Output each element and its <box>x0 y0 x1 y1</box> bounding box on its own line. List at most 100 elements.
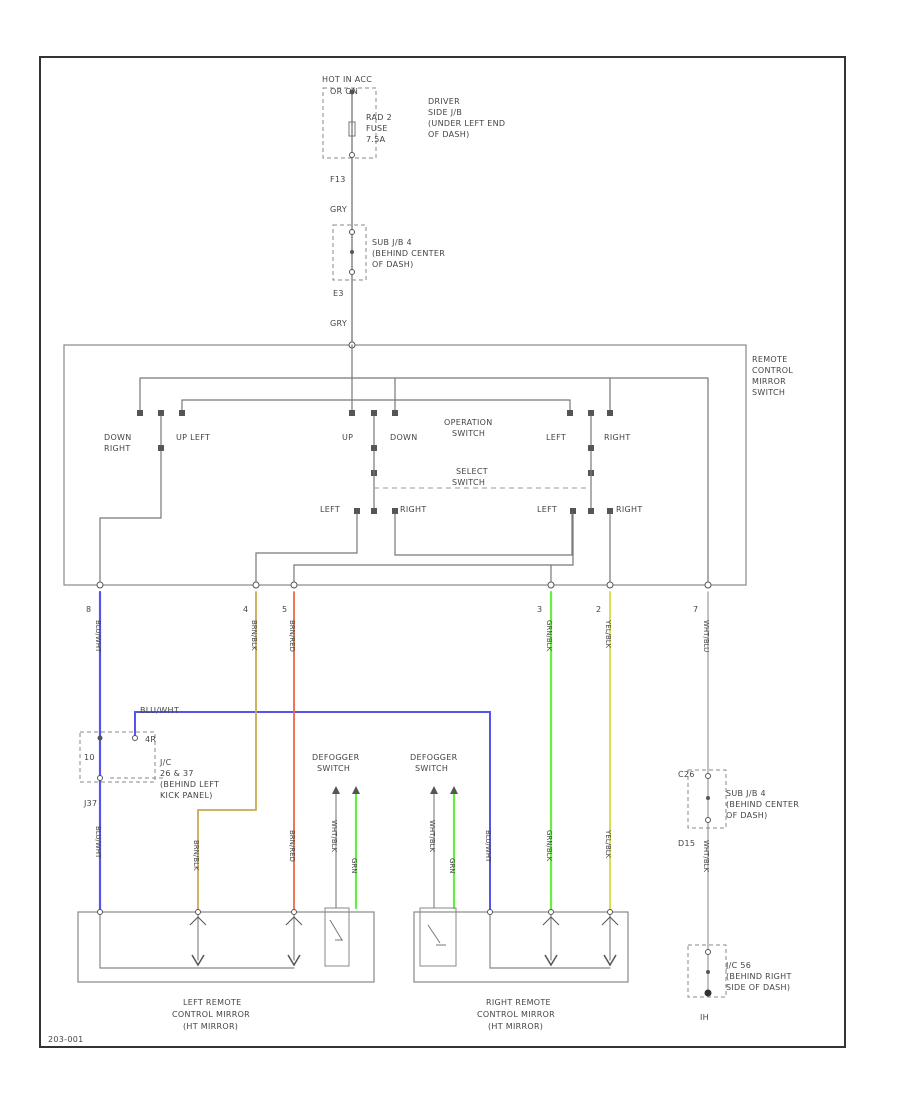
select-right-1: RIGHT <box>400 505 427 514</box>
left-mirror-label-1: LEFT REMOTE <box>183 998 241 1007</box>
wire-label-defog-r-2: GRN <box>448 858 456 874</box>
defogger-left-label-1: DEFOGGER <box>312 753 360 762</box>
defogger-left: DEFOGGER SWITCH <box>312 753 360 794</box>
pin-5: 5 <box>282 605 287 614</box>
select-right-2: RIGHT <box>616 505 643 514</box>
wire-label-jc-bottom: BLU/WHT <box>94 826 102 859</box>
jc-splice: BLU/WHT 4R 10 J37 J/C 26 & 37 (BEHIND LE… <box>79 706 219 808</box>
switch-title-2: CONTROL <box>752 366 793 375</box>
fuse-wire-color: GRY <box>330 205 347 214</box>
lower-right-jc-1: J/C 56 <box>725 961 751 970</box>
lower-right-junctions: C26 SUB J/B 4 (BEHIND CENTER OF DASH) D1… <box>678 769 799 1022</box>
operation-switch-1: OPERATION <box>444 418 493 427</box>
defogger-right: DEFOGGER SWITCH <box>410 753 458 794</box>
contact-down-right-1: DOWN <box>104 433 132 442</box>
jc-location-1: J/C <box>159 758 172 767</box>
sub-jb-top-location-3: OF DASH) <box>372 260 414 269</box>
pin-3: 3 <box>537 605 542 614</box>
sub-jb-top-location-2: (BEHIND CENTER <box>372 249 445 258</box>
jc-location-3: (BEHIND LEFT <box>160 780 219 789</box>
fuse-location-1: DRIVER <box>428 97 460 106</box>
hot-label: HOT IN ACC <box>322 75 372 84</box>
harness-wires <box>98 590 709 991</box>
wire-label-lower-right: WHT/BLK <box>702 840 710 873</box>
select-left-2: LEFT <box>537 505 557 514</box>
wire-label-green-lower: GRN/BLK <box>545 830 553 862</box>
mirror-switch: REMOTE CONTROL MIRROR SWITCH <box>63 341 793 586</box>
wire-label-w2: YEL/BLK <box>604 619 612 649</box>
lower-right-sub-jb-1: SUB J/B 4 <box>726 789 766 798</box>
switch-title-1: REMOTE <box>752 355 788 364</box>
contact-left: LEFT <box>546 433 566 442</box>
lower-right-sub-jb-3: OF DASH) <box>726 811 768 820</box>
pin-4: 4 <box>243 605 248 614</box>
wire-label-left-mirror: BRN/BLK <box>192 840 200 871</box>
pin-2: 2 <box>596 605 601 614</box>
jc-splice-wire: BLU/WHT <box>140 706 179 715</box>
switch-pins: 8 4 5 3 2 7 <box>86 581 712 614</box>
wire-label-yellow-lower: YEL/BLK <box>604 829 612 859</box>
fuse-location-3: (UNDER LEFT END <box>428 119 505 128</box>
fuse-connector: F13 <box>330 175 346 184</box>
fuse-line-2: FUSE <box>366 124 388 133</box>
select-left-1: LEFT <box>320 505 340 514</box>
contact-down-right-2: RIGHT <box>104 444 131 453</box>
contact-up-left: UP LEFT <box>176 433 210 442</box>
fuse-location-2: SIDE J/B <box>428 108 462 117</box>
wire-label-w3: GRN/BLK <box>545 620 553 652</box>
right-mirror-label-3: (HT MIRROR) <box>488 1022 543 1031</box>
jc-tag-1: 4R <box>145 735 156 744</box>
right-mirror: RIGHT REMOTE CONTROL MIRROR (HT MIRROR) <box>413 907 629 1031</box>
lower-right-connector-mid: D15 <box>678 839 695 848</box>
or-on-label: OR ON <box>330 87 358 96</box>
jc-tag-2: 10 <box>84 753 95 762</box>
defogger-right-label-1: DEFOGGER <box>410 753 458 762</box>
defogger-left-label-2: SWITCH <box>317 764 350 773</box>
select-switch-1: SELECT <box>456 467 488 476</box>
contact-down: DOWN <box>390 433 418 442</box>
sub-jb-top-wire-color: GRY <box>330 319 347 328</box>
lower-right-connector-top: C26 <box>678 770 695 779</box>
lower-right-jc-2: (BEHIND RIGHT <box>726 972 792 981</box>
wire-label-w4: BRN/BLK <box>250 620 258 651</box>
jc-location-4: KICK PANEL) <box>160 791 213 800</box>
operation-switch-2: SWITCH <box>452 429 485 438</box>
switch-title-3: MIRROR <box>752 377 786 386</box>
wire-label-w5: BRN/RED <box>288 620 296 652</box>
select-switch-2: SWITCH <box>452 478 485 487</box>
wire-label-blue-lower: BLU/WHT <box>484 830 492 863</box>
sub-jb-top-connector: E3 <box>333 289 344 298</box>
lower-right-jc-3: SIDE OF DASH) <box>726 983 790 992</box>
left-mirror-label-3: (HT MIRROR) <box>183 1022 238 1031</box>
defogger-right-label-2: SWITCH <box>415 764 448 773</box>
left-mirror: LEFT REMOTE CONTROL MIRROR (HT MIRROR) <box>77 907 375 1031</box>
wire-color-labels: BLU/WHT BRN/BLK BRN/RED GRN/BLK YEL/BLK … <box>94 619 710 874</box>
ground-label: IH <box>700 1013 709 1022</box>
wire-label-defog-l-1: WHT/BLK <box>330 820 338 853</box>
jc-tag-3: J37 <box>83 799 97 808</box>
diagram-frame <box>39 56 846 1048</box>
switch-title-4: SWITCH <box>752 388 785 397</box>
sub-jb-top-location-1: SUB J/B 4 <box>372 238 412 247</box>
jc-location-2: 26 & 37 <box>160 769 194 778</box>
wire-label-defog-l-2: GRN <box>350 858 358 874</box>
wire-label-w8: BLU/WHT <box>94 620 102 653</box>
contact-up: UP <box>342 433 353 442</box>
left-mirror-label-2: CONTROL MIRROR <box>172 1010 250 1019</box>
pin-7: 7 <box>693 605 698 614</box>
contact-right: RIGHT <box>604 433 631 442</box>
right-mirror-label-2: CONTROL MIRROR <box>477 1010 555 1019</box>
fuse-line-3: 7.5A <box>366 135 386 144</box>
pin-8: 8 <box>86 605 91 614</box>
fuse-block: HOT IN ACC OR ON RAD 2 FUSE 7.5A DRIVER … <box>322 75 505 346</box>
fuse-line-1: RAD 2 <box>366 113 392 122</box>
right-mirror-label-1: RIGHT REMOTE <box>486 998 551 1007</box>
fuse-location-4: OF DASH) <box>428 130 470 139</box>
sub-jb-top: SUB J/B 4 (BEHIND CENTER OF DASH) E3 GRY <box>330 224 445 328</box>
wire-label-defog-r-1: WHT/BLK <box>428 820 436 853</box>
wire-label-red-lower: BRN/RED <box>288 830 296 862</box>
wire-label-w7: WHT/BLU <box>702 620 710 652</box>
footer-code: 203-001 <box>48 1035 84 1044</box>
lower-right-sub-jb-2: (BEHIND CENTER <box>726 800 799 809</box>
